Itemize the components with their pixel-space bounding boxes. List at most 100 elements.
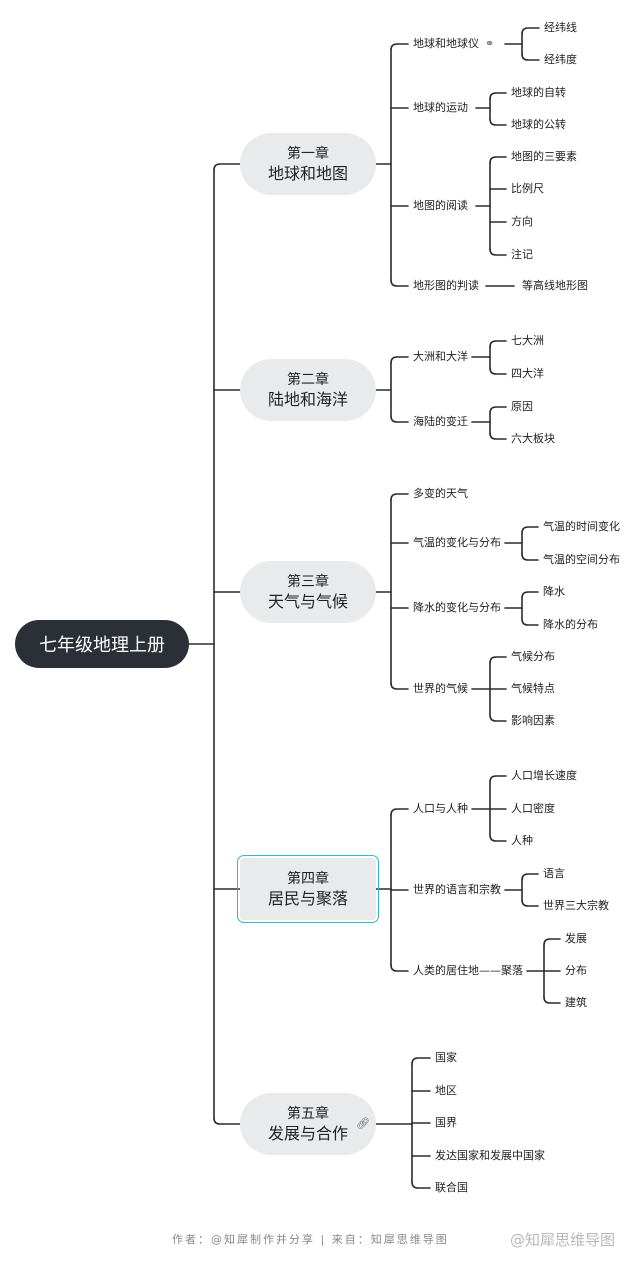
chapter-4-title: 居民与聚落 bbox=[267, 889, 348, 908]
topic[interactable]: 世界的气候 bbox=[413, 682, 468, 695]
subtopic[interactable]: 建筑 bbox=[565, 996, 587, 1009]
chapter-3-number: 第三章 bbox=[287, 574, 329, 590]
subtopic[interactable]: 气温的空间分布 bbox=[543, 553, 620, 566]
subtopic[interactable]: 四大洋 bbox=[511, 367, 544, 380]
root-connector bbox=[213, 1117, 241, 1125]
topic[interactable]: 气温的变化与分布 bbox=[413, 536, 501, 549]
chapter-2-node[interactable]: 第二章 陆地和海洋 bbox=[240, 359, 376, 421]
topic-connector bbox=[489, 118, 507, 126]
chapter-4-node[interactable]: 第四章 居民与聚落 bbox=[237, 855, 379, 923]
topic[interactable]: 多变的天气 bbox=[413, 487, 468, 500]
link-icon[interactable]: ⚭ bbox=[485, 37, 495, 50]
topic-connector bbox=[489, 92, 507, 100]
chapter-1-connector bbox=[390, 279, 409, 287]
subtopic[interactable]: 气候特点 bbox=[511, 682, 555, 695]
chapter-4-connector bbox=[390, 964, 409, 972]
topic[interactable]: 世界的语言和宗教 bbox=[413, 883, 501, 896]
subtopic[interactable]: 注记 bbox=[511, 248, 533, 261]
subtopic[interactable]: 影响因素 bbox=[511, 714, 555, 727]
subtopic[interactable]: 人种 bbox=[511, 834, 533, 847]
topic-connector bbox=[489, 248, 507, 256]
topic-connector bbox=[521, 591, 539, 599]
footer-credit: 作者：@知犀制作并分享 | 来自：知犀思维导图 bbox=[172, 1233, 449, 1246]
topic[interactable]: 国家 bbox=[435, 1051, 457, 1064]
subtopic[interactable]: 地球的公转 bbox=[511, 118, 566, 131]
topic-connector bbox=[489, 432, 507, 440]
topic-connector bbox=[543, 996, 561, 1004]
chapter-1-connector bbox=[390, 43, 409, 51]
topic[interactable]: 人口与人种 bbox=[413, 802, 468, 815]
chapter-2-title: 陆地和海洋 bbox=[267, 390, 348, 409]
topic-connector bbox=[521, 618, 539, 626]
subtopic[interactable]: 发展 bbox=[565, 932, 587, 945]
topic-connector bbox=[521, 553, 539, 561]
chapter-5-connector bbox=[411, 1181, 431, 1189]
subtopic[interactable]: 比例尺 bbox=[511, 182, 544, 195]
topic[interactable]: 地区 bbox=[435, 1084, 457, 1097]
chapter-3-connector bbox=[390, 682, 409, 690]
subtopic[interactable]: 世界三大宗教 bbox=[543, 899, 609, 912]
subtopic[interactable]: 语言 bbox=[543, 867, 565, 880]
topic[interactable]: 海陆的变迁 bbox=[413, 415, 468, 428]
topic-connector bbox=[489, 714, 507, 722]
subtopic[interactable]: 原因 bbox=[511, 400, 533, 413]
subtopic[interactable]: 气温的时间变化 bbox=[543, 520, 620, 533]
topic-connector bbox=[489, 156, 507, 164]
chapter-3-connector bbox=[390, 493, 409, 501]
chapter-2-number: 第二章 bbox=[287, 372, 329, 388]
topic-connector bbox=[489, 834, 507, 842]
topic[interactable]: 联合国 bbox=[435, 1181, 468, 1194]
subtopic[interactable]: 气候分布 bbox=[511, 650, 555, 663]
chapter-1-node[interactable]: 第一章 地球和地图 bbox=[240, 133, 376, 195]
subtopic[interactable]: 人口密度 bbox=[511, 802, 555, 815]
topic[interactable]: 降水的变化与分布 bbox=[413, 601, 501, 614]
chapter-5-number: 第五章 bbox=[287, 1106, 329, 1122]
topic-connector bbox=[521, 526, 539, 534]
topic-earth-globe[interactable]: 地球和地球仪 ⚭ bbox=[413, 37, 494, 51]
subtopic[interactable]: 七大洲 bbox=[511, 334, 544, 347]
chapter-5-node[interactable]: 第五章 发展与合作 bbox=[240, 1093, 376, 1155]
topic-connector bbox=[521, 53, 540, 61]
topic-connector bbox=[521, 27, 540, 35]
root-node[interactable]: 七年级地理上册 bbox=[15, 620, 189, 668]
subtopic[interactable]: 地球的自转 bbox=[511, 86, 566, 99]
chapter-3-node[interactable]: 第三章 天气与气候 bbox=[240, 561, 376, 623]
topic-connector bbox=[489, 340, 507, 348]
subtopic[interactable]: 经纬线 bbox=[544, 21, 577, 34]
subtopic[interactable]: 人口增长速度 bbox=[511, 769, 577, 782]
topic[interactable]: 地图的阅读 bbox=[413, 199, 468, 212]
subtopic[interactable]: 方向 bbox=[511, 215, 533, 228]
chapter-4-number: 第四章 bbox=[287, 871, 329, 887]
watermark: @知犀思维导图 bbox=[510, 1231, 616, 1249]
chapter-4-connector bbox=[390, 808, 409, 816]
root-connector bbox=[213, 163, 241, 171]
topic-connector bbox=[489, 367, 507, 375]
topic[interactable]: 大洲和大洋 bbox=[413, 350, 468, 363]
topic[interactable]: 地球的运动 bbox=[413, 101, 468, 114]
topic-connector bbox=[489, 406, 507, 414]
subtopic[interactable]: 六大板块 bbox=[511, 432, 555, 445]
chapter-5-connector bbox=[411, 1057, 431, 1065]
chapter-2-connector bbox=[390, 356, 409, 364]
chapter-2-connector bbox=[390, 415, 409, 423]
subtopic[interactable]: 分布 bbox=[565, 964, 587, 977]
subtopic[interactable]: 经纬度 bbox=[544, 53, 577, 66]
chapter-1-number: 第一章 bbox=[287, 146, 329, 162]
topic-connector bbox=[489, 656, 507, 664]
topic-connector bbox=[521, 899, 539, 907]
chapter-5-link-icon[interactable]: 🔗︎ bbox=[356, 1117, 370, 1130]
topic-label: 地球和地球仪 bbox=[413, 37, 479, 50]
topic[interactable]: 国界 bbox=[435, 1116, 457, 1129]
chapter-3-title: 天气与气候 bbox=[267, 592, 348, 611]
topic[interactable]: 人类的居住地——聚落 bbox=[413, 964, 523, 977]
subtopic[interactable]: 地图的三要素 bbox=[511, 150, 577, 163]
subtopic[interactable]: 降水 bbox=[543, 585, 565, 598]
subtopic[interactable]: 降水的分布 bbox=[543, 618, 598, 631]
topic-connector bbox=[543, 938, 561, 946]
chapter-5-title: 发展与合作 bbox=[267, 1124, 348, 1143]
topic-connector bbox=[521, 873, 539, 881]
topic[interactable]: 发达国家和发展中国家 bbox=[435, 1149, 545, 1162]
subtopic[interactable]: 等高线地形图 bbox=[522, 279, 588, 292]
topic[interactable]: 地形图的判读 bbox=[413, 279, 479, 292]
